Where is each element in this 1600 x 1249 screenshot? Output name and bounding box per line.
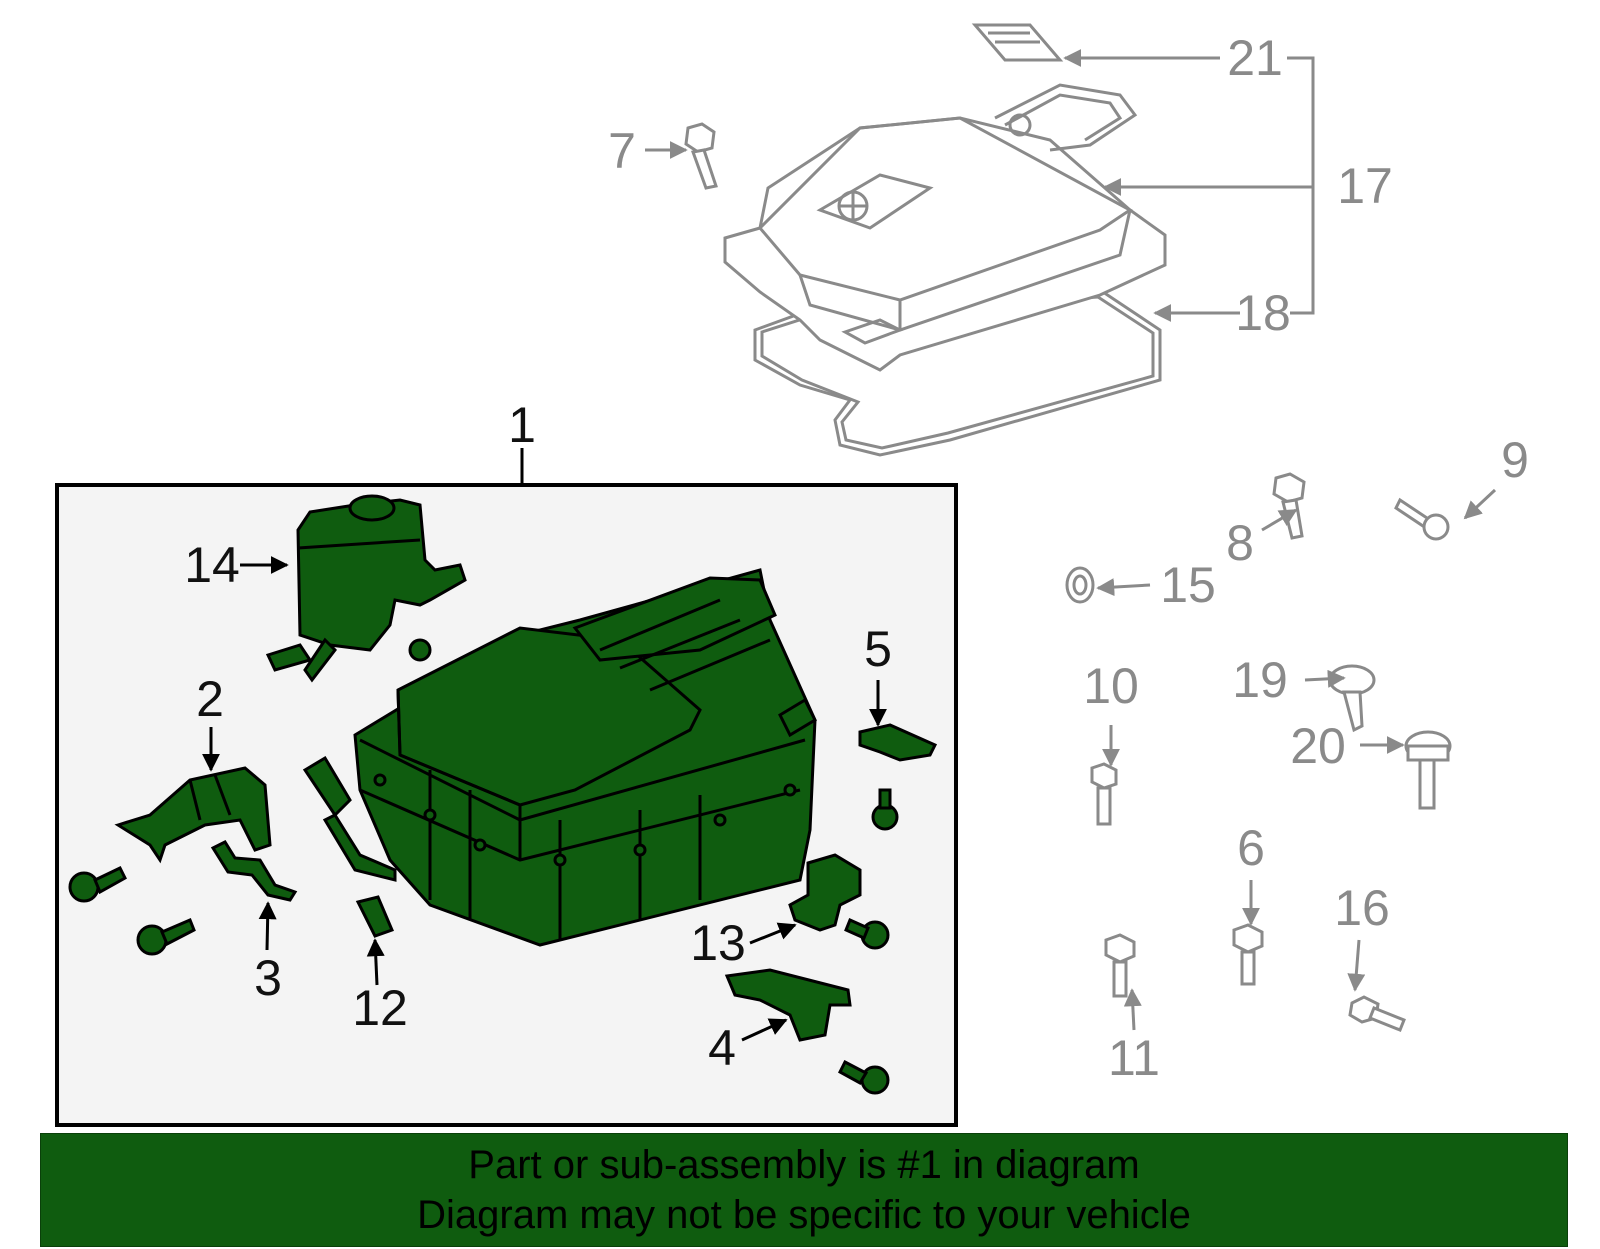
callout-8: 8 <box>1226 515 1254 571</box>
callout-7: 7 <box>608 123 636 179</box>
hardware-bolt-16-icon <box>1348 995 1406 1032</box>
callout-6: 6 <box>1237 820 1265 876</box>
callout-1: 1 <box>508 397 536 453</box>
inverter-assembly <box>302 568 817 947</box>
bracket-2 <box>114 766 272 864</box>
hardware-bolt-6-icon <box>1232 923 1264 986</box>
banner-line-2: Diagram may not be specific to your vehi… <box>417 1193 1191 1237</box>
bracket-4 <box>724 968 852 1042</box>
leaders-dark <box>202 556 887 1042</box>
bracket-3 <box>210 840 298 902</box>
callout-9: 9 <box>1501 432 1529 488</box>
hardware-bolt-9-icon <box>1394 497 1450 541</box>
callout-21: 21 <box>1227 30 1283 86</box>
inverter-cover <box>723 23 1167 457</box>
reservoir-tank-14 <box>265 494 467 683</box>
hardware-nut-15-icon <box>1065 566 1095 604</box>
bolt-7-icon <box>684 122 718 190</box>
bolts-green <box>68 788 899 1095</box>
callout-17: 17 <box>1337 158 1393 214</box>
pad-12 <box>355 895 395 938</box>
hardware-bolt-20-icon <box>1404 730 1452 810</box>
callout-20: 20 <box>1290 718 1346 774</box>
callout-12: 12 <box>352 980 408 1036</box>
bracket-5 <box>858 723 938 762</box>
callout-15: 15 <box>1160 557 1216 613</box>
callout-5: 5 <box>864 621 892 677</box>
hardware-bolt-11-icon <box>1104 933 1136 998</box>
callout-19: 19 <box>1232 652 1288 708</box>
callout-11: 11 <box>1108 1030 1160 1086</box>
hardware-bolt-10-icon <box>1090 762 1118 826</box>
callout-16: 16 <box>1334 880 1390 936</box>
callout-18: 18 <box>1235 285 1291 341</box>
hardware-bolt-8-icon <box>1272 472 1306 540</box>
callout-14: 14 <box>184 537 240 593</box>
leaders-grey <box>645 49 1497 1031</box>
callout-10: 10 <box>1083 658 1139 714</box>
banner-line-1: Part or sub-assembly is #1 in diagram <box>468 1143 1140 1187</box>
info-banner: Part or sub-assembly is #1 in diagram Di… <box>40 1133 1568 1247</box>
bracket-13 <box>788 853 862 932</box>
callout-4: 4 <box>708 1020 736 1076</box>
callout-13: 13 <box>690 915 746 971</box>
callout-2: 2 <box>196 671 224 727</box>
callout-3: 3 <box>254 950 282 1006</box>
